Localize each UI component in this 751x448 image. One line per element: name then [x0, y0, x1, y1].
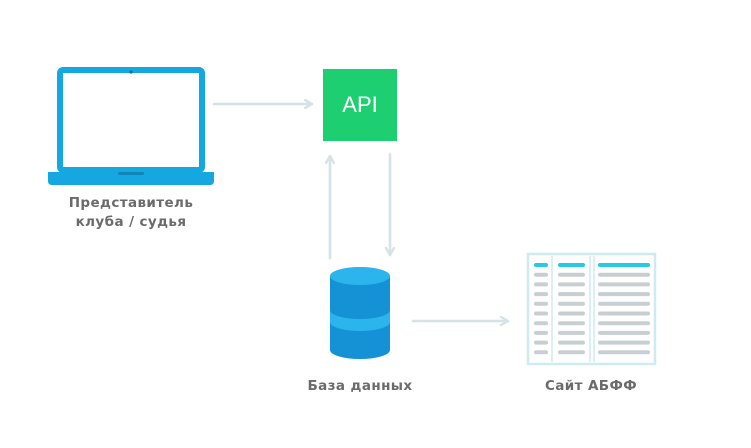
- table-row-cell: [534, 330, 548, 335]
- table-row-cell: [558, 311, 585, 316]
- database-icon: [330, 267, 390, 359]
- table-row-cell: [558, 282, 585, 287]
- table-row-cell: [534, 301, 548, 306]
- database-label: База данных: [307, 378, 413, 394]
- table-row-cell: [558, 340, 585, 345]
- table-row-cell: [558, 301, 585, 306]
- table-row-cell: [534, 292, 548, 297]
- table-row-cell: [598, 321, 650, 326]
- table-row-cell: [534, 321, 548, 326]
- table-icon: [526, 252, 657, 366]
- table-row-cell: [558, 350, 585, 355]
- table-row-cell: [558, 330, 585, 335]
- client-label: Представитель клуба / судья: [56, 194, 206, 232]
- table-header-cell: [598, 263, 650, 267]
- table-row-cell: [534, 282, 548, 287]
- api-block: API: [323, 69, 397, 141]
- table-row-cell: [598, 350, 650, 355]
- table-row-cell: [598, 272, 650, 277]
- table-row-cell: [598, 311, 650, 316]
- table-row-cell: [534, 350, 548, 355]
- client-label-line2: клуба / судья: [75, 214, 187, 230]
- table-row-cell: [598, 292, 650, 297]
- client-label-line1: Представитель: [68, 195, 194, 211]
- website-label: Сайт АБФФ: [544, 378, 638, 394]
- table-row-cell: [534, 311, 548, 316]
- arrows: [212, 104, 510, 321]
- table-row-cell: [558, 292, 585, 297]
- table-row-cell: [598, 282, 650, 287]
- table-row-cell: [598, 330, 650, 335]
- table-row-cell: [558, 321, 585, 326]
- table-row-cell: [598, 301, 650, 306]
- table-row-cell: [598, 340, 650, 345]
- table-row-cell: [558, 272, 585, 277]
- table-row-cell: [534, 340, 548, 345]
- laptop-icon: [48, 67, 214, 185]
- table-row-cell: [534, 272, 548, 277]
- table-header-cell: [534, 263, 548, 267]
- api-label: API: [342, 92, 377, 117]
- table-header-cell: [558, 263, 585, 267]
